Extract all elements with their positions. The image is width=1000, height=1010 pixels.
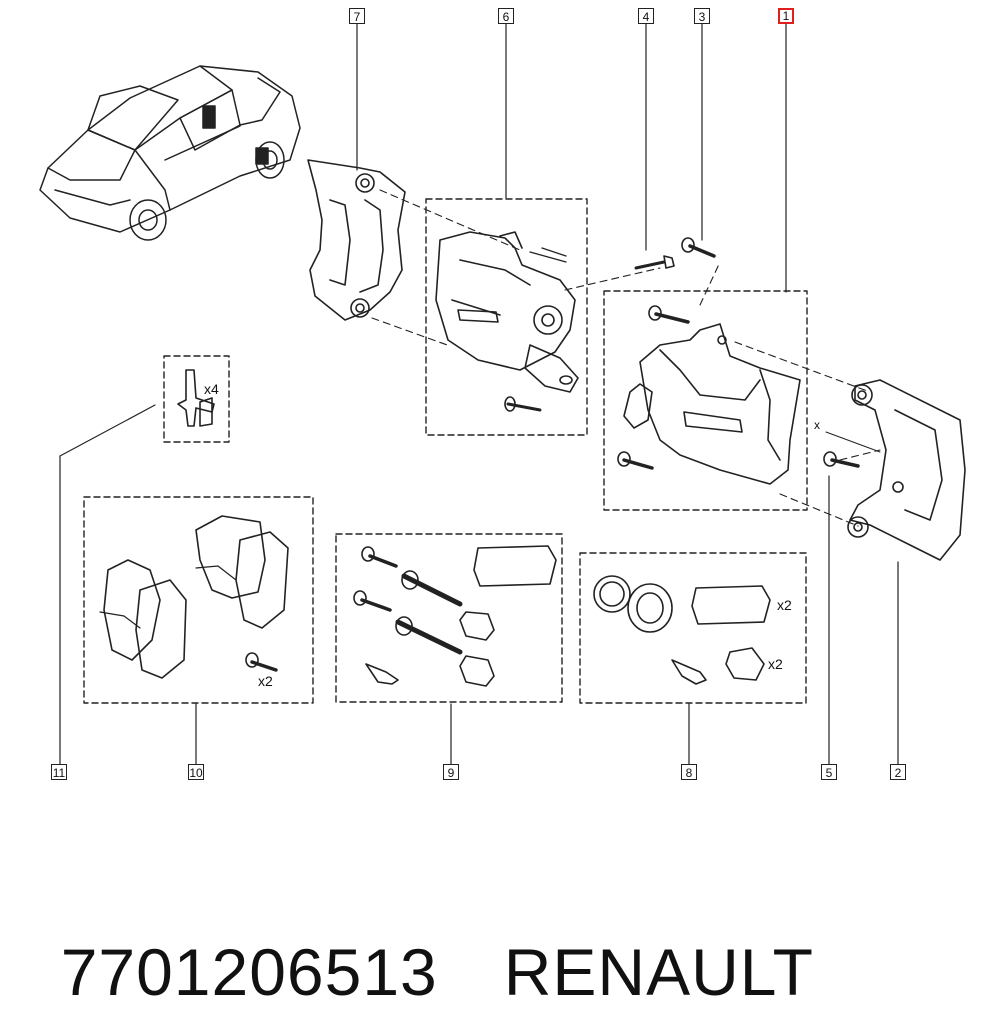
exploded-brake-diagram [39,23,966,765]
part-1-caliper-assembly [617,305,801,485]
sachet-quantity: x2 [777,597,792,613]
part-9-guide-pins [353,545,557,687]
callout-4: 4 [638,8,654,24]
part-2-bracket [847,379,966,561]
boot-quantity: x2 [768,656,783,672]
part-3-bolt [681,237,716,258]
callout-11: 11 [51,764,67,780]
part-7-carrier [307,159,406,321]
car-illustration [39,65,301,241]
group-boxes [83,198,808,704]
callout-7: 7 [349,8,365,24]
brand-name: RENAULT [503,935,814,1009]
pad-bolt-quantity: x2 [258,673,273,689]
part-10-brake-pads [99,515,289,679]
callout-5: 5 [821,764,837,780]
alignment-lines [371,189,881,527]
clearance-mark: x [814,418,820,432]
part-6-caliper [435,231,579,412]
clips-quantity: x4 [204,381,219,397]
part-8-seal-kit [593,575,771,685]
leader-lines [59,23,899,765]
footer: 7701206513 RENAULT [22,858,814,1010]
part-11-clips [177,369,215,427]
part-number: 7701206513 [60,935,438,1009]
part-5-bolt [823,431,881,468]
callout-3: 3 [694,8,710,24]
callout-9: 9 [443,764,459,780]
callout-1-highlighted: 1 [778,8,794,24]
callout-6: 6 [498,8,514,24]
callout-8: 8 [681,764,697,780]
callout-10: 10 [188,764,204,780]
part-4-bleed-screw [634,255,675,270]
callout-2: 2 [890,764,906,780]
